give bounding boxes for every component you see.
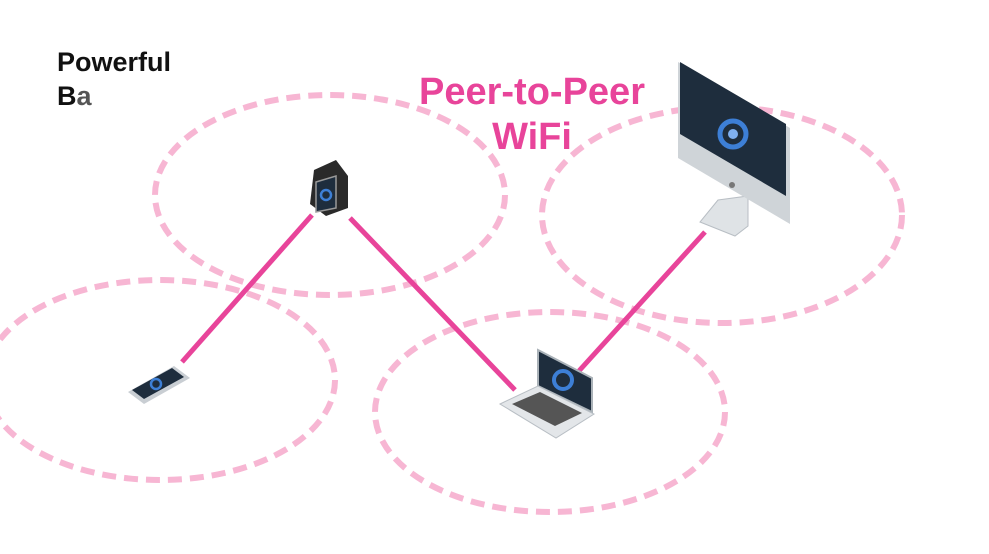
title-line1: Peer-to-Peer [419,71,645,113]
title-line2: WiFi [492,116,572,158]
smartphone-icon [128,366,190,404]
desktop-computer-icon [678,62,790,237]
heading-line1: Powerful [57,47,172,77]
wifi-range-laptop [372,309,728,515]
wifi-range-watch [152,92,508,298]
heading-line2-typing: a [76,81,92,111]
smartwatch-icon [310,160,348,216]
link-watch-laptop [348,216,517,392]
heading-line2-typed: B [57,81,77,111]
link-laptop-desktop [576,230,707,374]
link-watch-phone [180,213,314,364]
laptop-icon [498,348,596,439]
wifi-range-phone [0,277,338,483]
heading-line2: Ba [57,80,92,112]
